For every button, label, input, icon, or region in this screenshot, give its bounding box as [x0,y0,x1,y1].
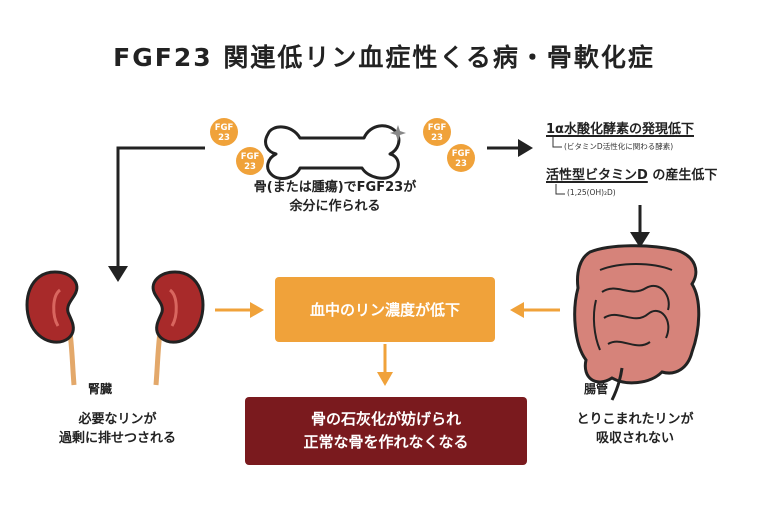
fgf23-badge-icon: FGF 23 [423,118,451,146]
enzyme-line2: 活性型ビタミンD の産生低下 [546,168,718,183]
svg-text:FGF: FGF [241,152,260,162]
arrow-kidney-to-center [215,302,264,318]
arrow-bone-to-kidney [108,146,205,282]
svg-text:FGF: FGF [452,149,471,159]
kidney-caption: 必要なリンが 過剰に排せつされる [58,412,176,446]
svg-text:23: 23 [431,133,443,143]
arrow-enzyme-to-intestine [630,205,650,248]
enzyme-note2: (1,25(OH)₂D) [567,188,616,197]
enzyme-line1: 1α水酸化酵素の発現低下 [546,122,694,137]
bone-caption: 骨(または腫瘍)でFGF23が 余分に作られる [253,180,417,214]
svg-text:23: 23 [244,162,256,172]
intestine-caption: とりこまれたリンが 吸収されない [576,412,694,446]
arrow-center-to-result [377,344,393,386]
fgf23-badge-icon: FGF 23 [236,147,264,175]
arrow-intestine-to-center [510,302,560,318]
fgf23-badge-icon: FGF 23 [210,118,238,146]
kidney-label: 腎臓 [88,382,113,396]
fgf23-badge-icon: FGF 23 [447,144,475,172]
svg-text:FGF: FGF [215,123,234,133]
phosphate-decrease-box: 血中のリン濃度が低下 [275,277,495,342]
enzyme-note1: (ビタミンD活性化に関わる酵素) [564,142,674,151]
bone-icon [264,124,406,180]
page-title: FGF23 関連低リン血症性くる病・骨軟化症 [113,43,655,72]
kidney-icon [25,270,205,386]
svg-text:23: 23 [455,159,467,169]
intestine-label: 腸管 [584,382,609,396]
svg-text:23: 23 [218,133,230,143]
intestine-icon [573,244,701,401]
svg-text:FGF: FGF [428,123,447,133]
arrow-bone-to-enzyme [487,139,533,157]
result-box: 骨の石灰化が妨げられ 正常な骨を作れなくなる [245,397,527,465]
